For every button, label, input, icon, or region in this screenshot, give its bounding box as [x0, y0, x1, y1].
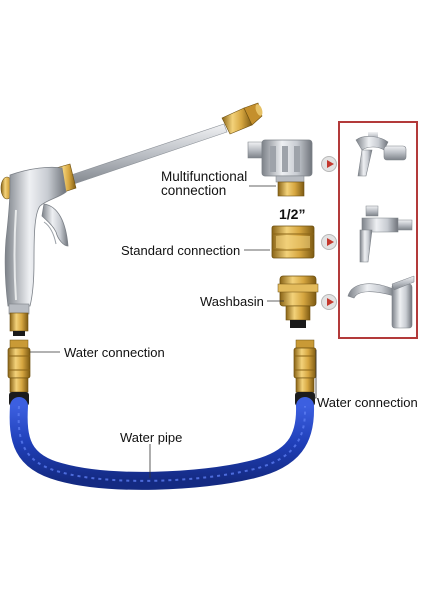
label-water-connection-left: Water connection — [64, 345, 165, 360]
leader-lines — [30, 185, 317, 478]
right-quick-connector-icon — [293, 339, 317, 406]
arrow-icon — [321, 234, 337, 250]
label-multifunctional: Multifunctional connection — [161, 170, 247, 198]
washbasin-connector-icon — [277, 275, 319, 328]
label-water-connection-right: Water connection — [317, 395, 418, 410]
label-washbasin: Washbasin — [200, 294, 264, 309]
faucet-frame — [338, 121, 418, 339]
spray-gun-icon — [0, 102, 263, 336]
arrow-icon — [321, 294, 337, 310]
arrow-icon — [321, 156, 337, 172]
faucet-icon — [347, 132, 415, 329]
left-quick-connector-icon — [7, 339, 31, 406]
standard-connector-icon — [271, 225, 315, 259]
label-standard-connection: Standard connection — [121, 243, 241, 258]
water-pipe-hose-icon — [9, 397, 315, 490]
label-multifunctional-line2: connection — [161, 183, 227, 198]
label-half-inch: 1/2” — [279, 206, 306, 222]
multifunctional-connector-icon — [247, 139, 313, 197]
label-multifunctional-line1: Multifunctional — [161, 169, 248, 184]
label-water-pipe: Water pipe — [120, 430, 183, 445]
